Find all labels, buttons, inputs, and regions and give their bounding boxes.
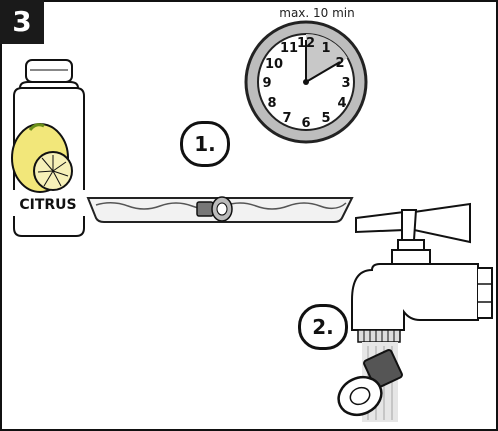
clock-numeral: 3	[341, 76, 350, 91]
clock-caption: max. 10 min	[279, 6, 355, 20]
clock-numeral: 2	[335, 56, 344, 71]
clock-numeral: 5	[321, 111, 330, 126]
step-marker-1: 1.	[180, 121, 230, 167]
step-number-badge: 3	[0, 0, 44, 44]
aerator-icon	[337, 349, 403, 417]
clock-numeral: 6	[301, 116, 310, 131]
clock-numeral: 7	[282, 111, 291, 126]
clock-numeral: 11	[280, 41, 298, 56]
clock-numerals: 12 1 2 3 4 5 6 7 8 9 10 11	[262, 36, 350, 131]
faucet-icon	[351, 202, 493, 343]
clock-icon: 12 1 2 3 4 5 6 7 8 9 10 11	[244, 20, 368, 144]
bottle-label: CITRUS	[19, 197, 76, 213]
clock-numeral: 1	[321, 41, 330, 56]
clock-numeral: 4	[337, 96, 346, 111]
clock-numeral: 10	[265, 57, 283, 72]
clock-numeral: 8	[267, 96, 276, 111]
lemon-icon	[11, 123, 73, 193]
clock-numeral: 9	[262, 76, 271, 91]
step-marker-2: 2.	[298, 304, 348, 350]
aerator-icon	[196, 196, 233, 222]
